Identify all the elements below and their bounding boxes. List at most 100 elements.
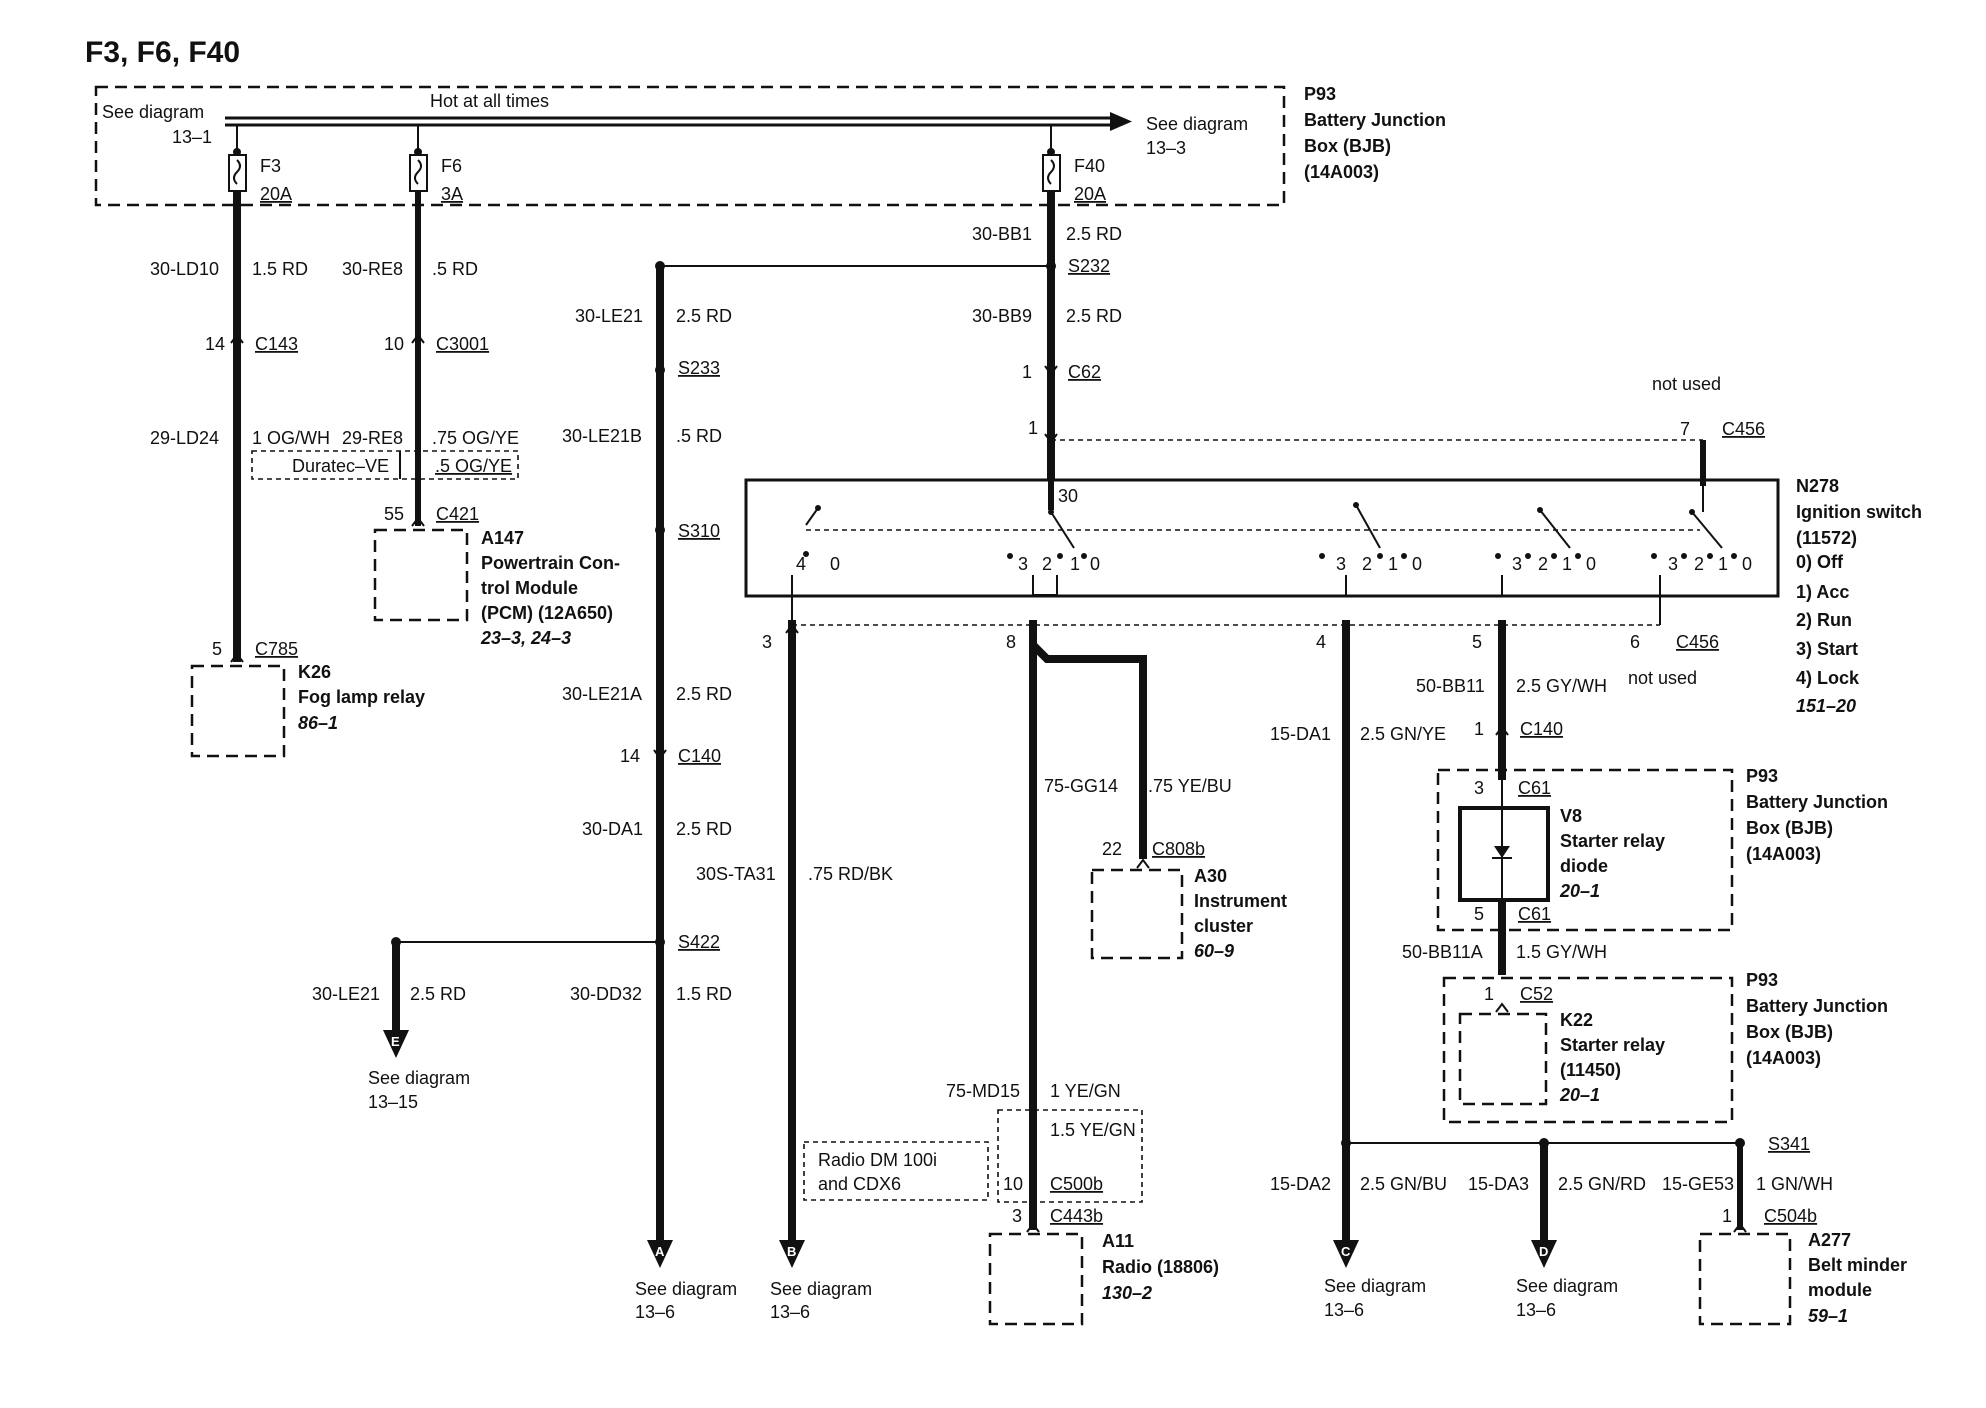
bjb-top-right-ref-1: See diagram <box>1146 114 1248 134</box>
offpage-d-letter: D <box>1539 1244 1548 1259</box>
offpage-c-ref-1: See diagram <box>1324 1276 1426 1296</box>
wire-da2-circuit: 15-DA2 <box>1270 1174 1331 1194</box>
offpage-b-ref-1: See diagram <box>770 1279 872 1299</box>
offpage-c-letter: C <box>1341 1244 1351 1259</box>
branch-b: 30S-TA31 .75 RD/BK B See diagram 13–6 <box>696 620 893 1322</box>
c61a-name: C61 <box>1518 778 1551 798</box>
offpage-e-ref-1: See diagram <box>368 1068 470 1088</box>
bjb3-box <box>1442 976 1734 1124</box>
c456b-pin-5: 5 <box>1472 632 1482 652</box>
wire-ge53-circuit: 15-GE53 <box>1662 1174 1734 1194</box>
starter-name: K22 <box>1560 1010 1593 1030</box>
bjb2-box <box>1436 768 1734 932</box>
starter-line-1: Starter relay <box>1560 1035 1665 1055</box>
bjb3-line-2: Box (BJB) <box>1746 1022 1833 1042</box>
contact-5-a: 3 <box>1668 554 1678 574</box>
radio-opt-wire-box <box>997 1109 1143 1203</box>
radio-opt-line-2: and CDX6 <box>818 1174 901 1194</box>
ignition-pos-2: 2) Run <box>1796 610 1852 630</box>
c456b-pin-4: 4 <box>1316 632 1326 652</box>
cluster-line-1: Instrument <box>1194 891 1287 911</box>
c456-pin7: 7 <box>1680 419 1690 439</box>
wire-re8-spec: .5 RD <box>432 259 478 279</box>
fuse-f3-rating: 20A <box>260 184 292 204</box>
contact-4-c: 1 <box>1562 554 1572 574</box>
diode-ref: 20–1 <box>1559 881 1600 901</box>
c456b-pin-6: 6 <box>1630 632 1640 652</box>
offpage-e-ref-2: 13–15 <box>368 1092 418 1112</box>
wire-le21e-circuit: 30-LE21 <box>312 984 380 1004</box>
c808b-pin: 22 <box>1102 839 1122 859</box>
c140b-name: C140 <box>1520 719 1563 739</box>
splice-s422: S422 <box>678 932 720 952</box>
c500b-pin: 10 <box>1003 1174 1023 1194</box>
radio-line-1: Radio (18806) <box>1102 1257 1219 1277</box>
bjb-top-right-ref-2: 13–3 <box>1146 138 1186 158</box>
offpage-a-ref-1: See diagram <box>635 1279 737 1299</box>
splice-s232: S232 <box>1068 256 1110 276</box>
contact-2-b: 2 <box>1042 554 1052 574</box>
c61b-name: C61 <box>1518 904 1551 924</box>
ignition-pos-0: 0) Off <box>1796 552 1844 572</box>
wire-bb11-circuit: 50-BB11 <box>1416 676 1485 696</box>
offpage-a-ref-2: 13–6 <box>635 1302 675 1322</box>
wire-le21e-spec: 2.5 RD <box>410 984 466 1004</box>
fuse-f40-name: F40 <box>1074 156 1105 176</box>
wire-bb1-circuit: 30-BB1 <box>972 224 1032 244</box>
c140a-name: C140 <box>678 746 721 766</box>
wire-le21b-circuit: 30-LE21B <box>562 426 642 446</box>
c140b-pin: 1 <box>1474 719 1484 739</box>
offpage-c-ref-2: 13–6 <box>1324 1300 1364 1320</box>
branch-e: 30-LE21 2.5 RD E See diagram 13–15 <box>312 937 660 1112</box>
wire-bb11a-circuit: 50-BB11A <box>1402 942 1483 962</box>
wire-bb9-spec: 2.5 RD <box>1066 306 1122 326</box>
pcm-ref: 23–3, 24–3 <box>480 628 571 648</box>
wire-da3-spec: 2.5 GN/RD <box>1558 1174 1646 1194</box>
ignition-pos-3: 3) Start <box>1796 639 1858 659</box>
wire-re8b-circuit: 29-RE8 <box>342 428 403 448</box>
branch-starter: 50-BB11 2.5 GY/WH 1 C140 3 C61 5 C61 V8 … <box>1402 620 1888 1124</box>
contact-1-b: 0 <box>830 554 840 574</box>
wire-ld24-spec: 1 OG/WH <box>252 428 330 448</box>
c52-name: C52 <box>1520 984 1553 1004</box>
c456b-pin-8: 8 <box>1006 632 1016 652</box>
bus-label: Hot at all times <box>430 91 549 111</box>
contact-2-d: 0 <box>1090 554 1100 574</box>
belt-name: A277 <box>1808 1230 1851 1250</box>
offpage-b-ref-2: 13–6 <box>770 1302 810 1322</box>
ignition-line-1: Ignition switch <box>1796 502 1922 522</box>
bjb2-line-1: Battery Junction <box>1746 792 1888 812</box>
bjb-top-name: P93 <box>1304 84 1336 104</box>
fuse-f6-name: F6 <box>441 156 462 176</box>
starter-ref: 20–1 <box>1559 1085 1600 1105</box>
contact-2-c: 1 <box>1070 554 1080 574</box>
wire-da1-circuit: 30-DA1 <box>582 819 643 839</box>
contact-1-a: 4 <box>796 554 806 574</box>
wire-da2-spec: 2.5 GN/BU <box>1360 1174 1447 1194</box>
ignition-ref: 151–20 <box>1796 696 1856 716</box>
contact-3-b: 2 <box>1362 554 1372 574</box>
fuse-f3-name: F3 <box>260 156 281 176</box>
offpage-d-ref-2: 13–6 <box>1516 1300 1556 1320</box>
wire-da1b-spec: 2.5 GN/YE <box>1360 724 1446 744</box>
contact-3-d: 0 <box>1412 554 1422 574</box>
wire-da3-circuit: 15-DA3 <box>1468 1174 1529 1194</box>
splice-s310: S310 <box>678 521 720 541</box>
c61b-pin: 5 <box>1474 904 1484 924</box>
contact-4-b: 2 <box>1538 554 1548 574</box>
not-used-1: not used <box>1652 374 1721 394</box>
wire-gg14-circuit: 75-GG14 <box>1044 776 1118 796</box>
c808b-name: C808b <box>1152 839 1205 859</box>
contact-5-d: 0 <box>1742 554 1752 574</box>
contact-4-a: 3 <box>1512 554 1522 574</box>
c3001-name: C3001 <box>436 334 489 354</box>
not-used-2: not used <box>1628 668 1697 688</box>
c443b-name: C443b <box>1050 1206 1103 1226</box>
c62b-pin: 1 <box>1028 418 1038 438</box>
wire-bb1-spec: 2.5 RD <box>1066 224 1122 244</box>
cluster-name: A30 <box>1194 866 1227 886</box>
bjb-top-left-ref-1: See diagram <box>102 102 204 122</box>
fog-line-1: Fog lamp relay <box>298 687 425 707</box>
pcm-line-3: (PCM) (12A650) <box>481 603 613 623</box>
